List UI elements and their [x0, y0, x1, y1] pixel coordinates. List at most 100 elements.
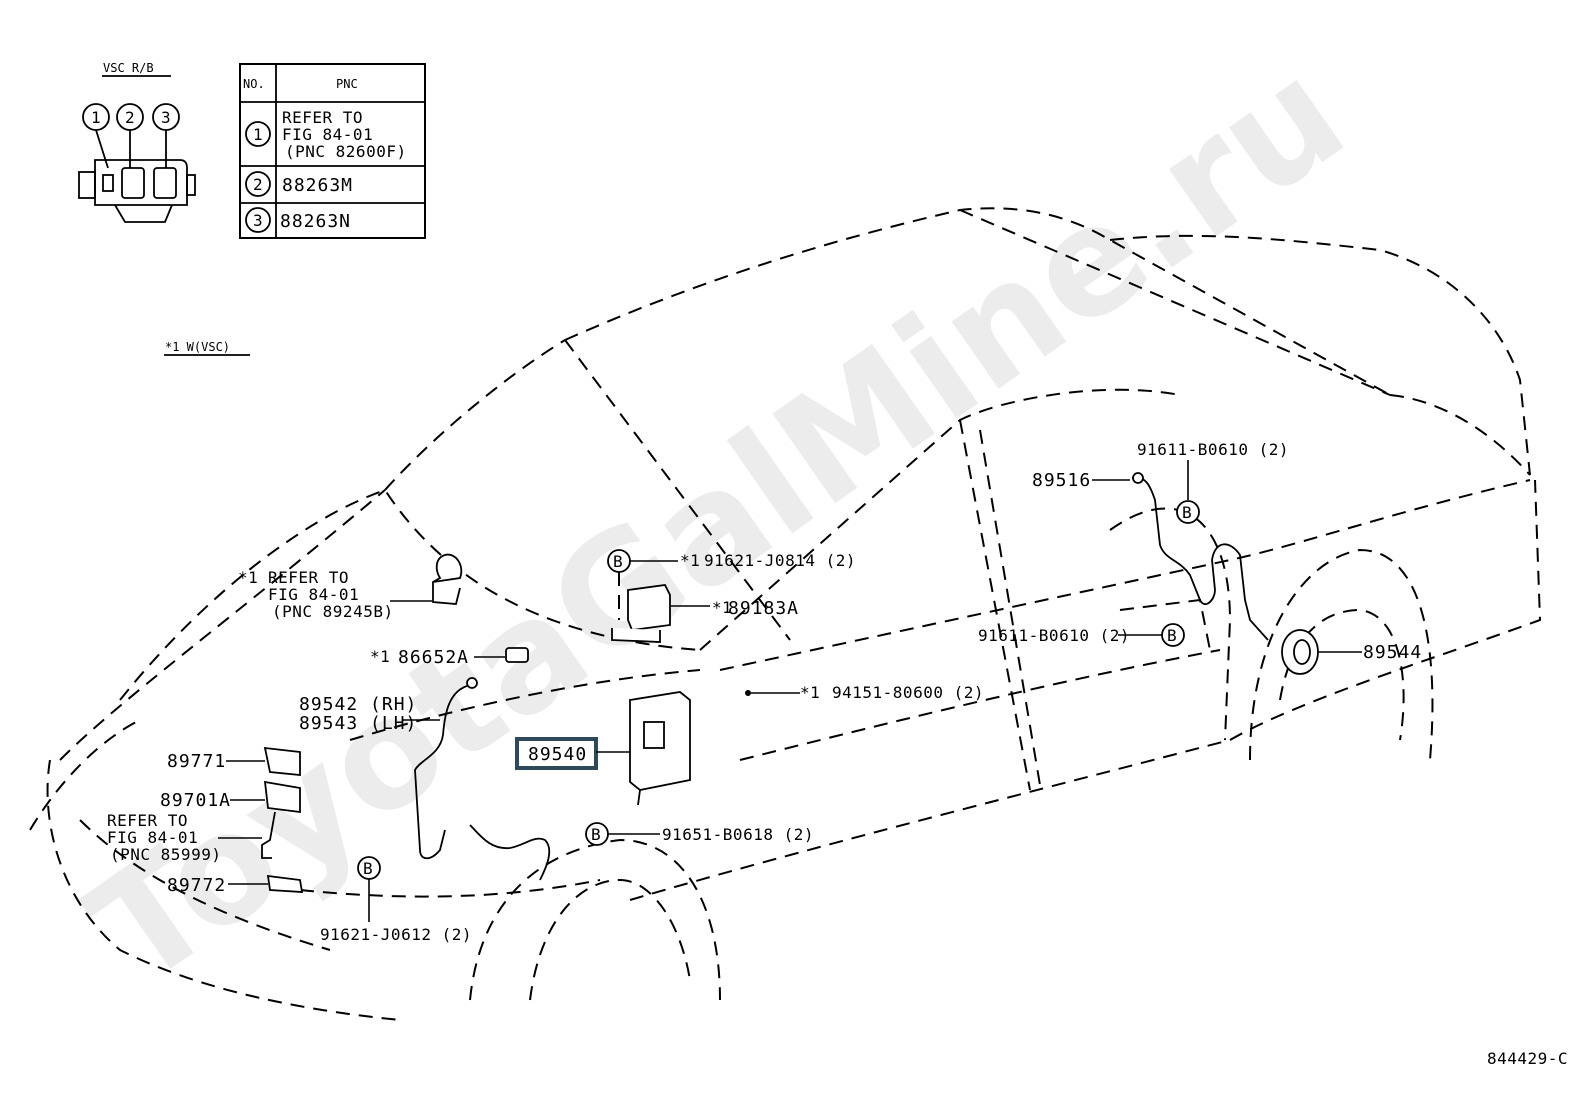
- callout-part-number: 89516: [1032, 470, 1091, 491]
- marker-b-label: B: [363, 859, 373, 878]
- callout-star: *1: [800, 683, 820, 702]
- callout-part-number-lh: 89543 (LH): [299, 713, 417, 734]
- callout-86652a[interactable]: *1 86652A: [370, 647, 529, 668]
- callout-part-number: 89771: [167, 751, 226, 772]
- marker-b-label: B: [591, 825, 601, 844]
- table-row-pnc: (PNC 82600F): [285, 142, 407, 161]
- table-row-pnc: FIG 84-01: [282, 125, 373, 144]
- pin-slot-1: [102, 174, 114, 192]
- callout-part-number: 94151-80600 (2): [832, 683, 984, 702]
- vsc-rb-connector: VSC R/B 1 2 3: [78, 61, 196, 223]
- pin-label-2: 2: [125, 108, 135, 127]
- door-line-b: [959, 419, 1031, 791]
- table-header-pnc: PNC: [336, 77, 358, 91]
- table-row-no: 2: [253, 175, 263, 194]
- callout-text: (PNC 85999): [110, 845, 221, 864]
- side-molding: [739, 649, 1221, 761]
- relay-bracket: [261, 811, 276, 859]
- pin-leader-1: [95, 129, 109, 169]
- rear-sensor-harness: [1131, 476, 1269, 641]
- roof-right: [959, 209, 1391, 396]
- callout-star: *1: [712, 598, 732, 617]
- relay-89771-icon: [263, 746, 301, 776]
- rear-wheel-arch: [1249, 548, 1434, 761]
- highlight-box: [515, 737, 598, 770]
- ecu-label-area: [643, 721, 665, 749]
- connector-bottom: [114, 204, 173, 223]
- ecu-89540-icon: [629, 691, 691, 791]
- callout-text: (PNC 89245B): [272, 602, 394, 621]
- callout-part-number: 91651-B0618 (2): [662, 825, 814, 844]
- connector-title: VSC R/B: [103, 61, 154, 75]
- a-pillar: [564, 339, 791, 641]
- callout-text: FIG 84-01: [107, 828, 198, 847]
- sensor-89183a-icon: [627, 584, 671, 631]
- callout-star: *1: [370, 647, 390, 666]
- callout-part-number: 89540: [528, 744, 587, 765]
- bumper-line: [79, 819, 331, 951]
- front-wheel: [529, 878, 691, 1001]
- wire-connector-icon: [466, 677, 478, 689]
- belt-line: [699, 388, 1181, 651]
- table-row-pnc: 88263M: [282, 175, 353, 196]
- callout-89701a[interactable]: 89701A: [160, 780, 301, 859]
- callout-89772[interactable]: 89772: [167, 874, 304, 896]
- callout-89245b[interactable]: *1 REFER TO FIG 84-01 (PNC 89245B): [238, 553, 463, 621]
- callout-part-number-rh: 89542 (RH): [299, 694, 417, 715]
- callout-91611-b0610-top[interactable]: 91611-B0610 (2) B: [1137, 440, 1289, 524]
- row-no-circle: [245, 171, 271, 197]
- bracket-89772-icon: [266, 874, 304, 893]
- callout-94151-80600[interactable]: *1 94151-80600 (2): [745, 683, 984, 702]
- cowl-line: [349, 669, 701, 741]
- callout-star: *1: [680, 551, 700, 570]
- callout-91621-j0814[interactable]: B *1 91621-J0814 (2): [607, 549, 856, 620]
- ecu-bracket: [637, 789, 641, 806]
- callout-91611-b0610-mid[interactable]: 91611-B0610 (2) B: [978, 623, 1185, 647]
- connector-86652a-icon: [505, 647, 529, 663]
- yaw-sensor-icon: [432, 553, 463, 605]
- callout-text: REFER TO: [268, 568, 349, 587]
- pnc-table: NO. PNC 1 REFER TO FIG 84-01 (PNC 82600F…: [239, 63, 426, 239]
- callout-89516[interactable]: 89516: [1032, 470, 1269, 641]
- callout-89542-89543[interactable]: 89542 (RH) 89543 (LH): [299, 677, 478, 860]
- callout-89540[interactable]: 89540: [515, 691, 691, 806]
- rocker: [629, 739, 1231, 901]
- callout-91651-b0618[interactable]: B 91651-B0618 (2): [585, 822, 814, 846]
- front-wheel-arch: [469, 838, 721, 1001]
- wire-connector-icon: [1132, 472, 1144, 484]
- callout-89183a[interactable]: *1 89183A: [611, 584, 799, 643]
- row-no-circle: [245, 207, 271, 233]
- table-row-no: 3: [253, 211, 263, 230]
- callout-part-number: 91611-B0610 (2): [1137, 440, 1289, 459]
- wheel-speed-sensor-wire-front: [414, 684, 471, 860]
- callout-89544[interactable]: 89544: [1281, 629, 1422, 675]
- connector-latch-left: [78, 171, 96, 199]
- callout-89771[interactable]: 89771: [167, 746, 301, 776]
- callout-part-number: 86652A: [398, 647, 469, 668]
- callout-91621-j0612[interactable]: B 91621-J0612 (2): [320, 856, 472, 944]
- front-bumper: [46, 759, 401, 1021]
- front-sensor-harness: [469, 824, 551, 881]
- marker-b-label: B: [1167, 626, 1177, 645]
- table-header-no: NO.: [243, 77, 265, 91]
- roof-line: [564, 207, 1391, 396]
- pin-slot-3: [153, 167, 177, 199]
- callout-part-number: 89772: [167, 875, 226, 896]
- marker-b: [1176, 500, 1200, 524]
- rotor-89544-icon: [1281, 629, 1319, 675]
- table-row-pnc: 88263N: [280, 211, 351, 232]
- body-side-upper: [719, 479, 1531, 671]
- marker-b-label: B: [1182, 503, 1192, 522]
- pin-label-3: 3: [161, 108, 171, 127]
- callout-part-number: 91621-J0612 (2): [320, 925, 472, 944]
- note-label: *1 W(VSC): [165, 340, 230, 354]
- callout-part-number: 91611-B0610 (2): [978, 626, 1130, 645]
- callout-text: FIG 84-01: [268, 585, 359, 604]
- callout-part-number: 89183A: [728, 598, 799, 619]
- callout-85999[interactable]: REFER TO FIG 84-01 (PNC 85999): [107, 811, 262, 864]
- callout-star: *1: [238, 568, 258, 587]
- rear-quarter: [1229, 479, 1542, 741]
- pin-label-1: 1: [91, 108, 101, 127]
- rear-glass: [1389, 394, 1531, 476]
